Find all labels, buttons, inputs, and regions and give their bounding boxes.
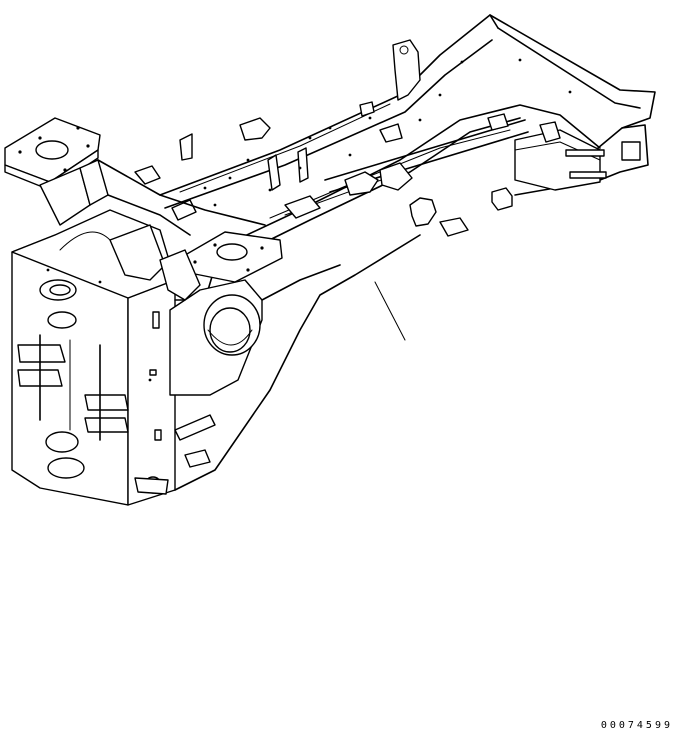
loose-parts [409,187,513,237]
front-frame-body [11,209,421,506]
fastener-holes [46,58,572,382]
catalog-number: 00074599 [600,720,673,731]
rail-brackets [134,39,561,221]
front-mounting-plates [4,117,283,301]
callout-leader-line [374,281,406,341]
